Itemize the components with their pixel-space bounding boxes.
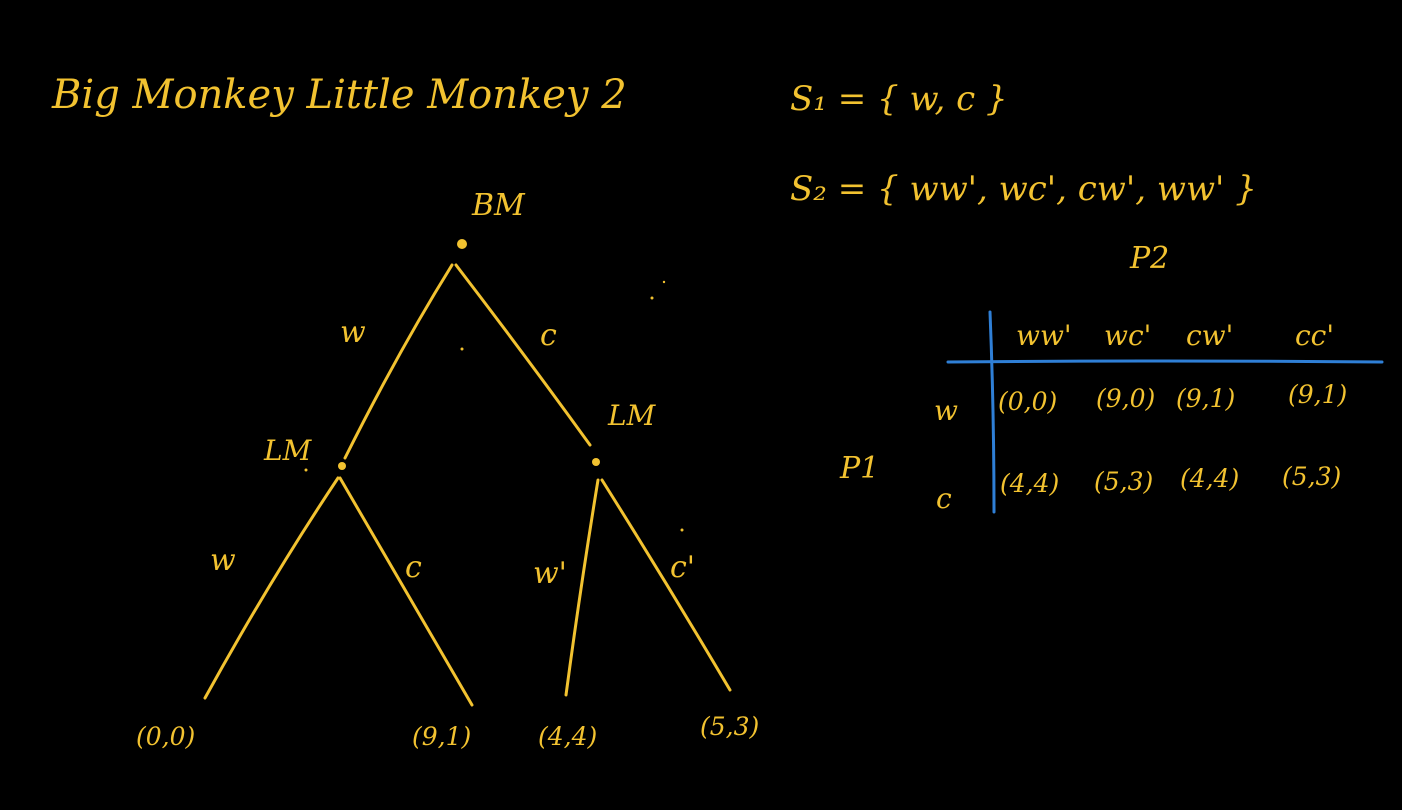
diagram-title: Big Monkey Little Monkey 2 (51, 72, 627, 118)
matrix-cell: (5,3) (1282, 462, 1341, 491)
root-branch-right (454, 263, 592, 447)
row-player-label: P1 (839, 451, 879, 486)
matrix-cell: (5,3) (1094, 467, 1153, 496)
leaf-payoff: (4,4) (538, 722, 597, 751)
leaf-payoff: (5,3) (700, 712, 759, 741)
column-header: wc' (1104, 319, 1151, 352)
root-node-label: BM (471, 188, 526, 223)
left-branch-left (203, 476, 340, 700)
root-branch-right-label: c (540, 318, 557, 353)
column-header: cc' (1295, 319, 1334, 352)
right-branch-left (564, 478, 600, 697)
right-node-label: LM (607, 399, 657, 432)
leaf-payoff: (0,0) (136, 722, 195, 751)
matrix-cell: (9,0) (1096, 384, 1155, 413)
matrix-horizontal-line (946, 359, 1384, 364)
right-branch-right (600, 478, 732, 692)
matrix-cell: (0,0) (998, 387, 1057, 416)
left-branch-right (338, 476, 474, 707)
matrix-cell: (4,4) (1000, 469, 1059, 498)
row-label: c (936, 482, 952, 515)
game-tree: BM w c LM LM w c w' c' (0,0) (9,1) (4,4)… (136, 188, 759, 751)
column-player-label: P2 (1129, 241, 1169, 276)
left-node-label: LM (263, 434, 313, 467)
right-branch-left-label: w' (533, 556, 567, 591)
left-branch-left-label: w (210, 543, 236, 578)
matrix-cell: (4,4) (1180, 464, 1239, 493)
strategy-set-p1: S₁ = { w, c } (790, 79, 1008, 119)
row-label: w (934, 394, 958, 427)
right-branch-right-label: c' (670, 550, 695, 585)
left-branch-right-label: c (405, 550, 422, 585)
column-header: ww' (1016, 319, 1072, 352)
leaf-payoff: (9,1) (412, 722, 471, 751)
left-node-dot (338, 462, 346, 470)
matrix-cell: (9,1) (1288, 380, 1347, 409)
root-node-dot (457, 239, 467, 249)
root-branch-left-label: w (340, 315, 366, 350)
root-branch-left (343, 263, 454, 460)
payoff-matrix: P2 P1 ww' wc' cw' cc' w c (0,0) (9,0) (9… (839, 241, 1384, 515)
strategy-set-p2: S₂ = { ww', wc', cw', ww' } (790, 169, 1257, 209)
right-node-dot (592, 458, 600, 466)
stray-marks (304, 280, 684, 532)
matrix-vertical-line (988, 310, 996, 514)
column-header: cw' (1186, 319, 1233, 352)
matrix-cell: (9,1) (1176, 384, 1235, 413)
